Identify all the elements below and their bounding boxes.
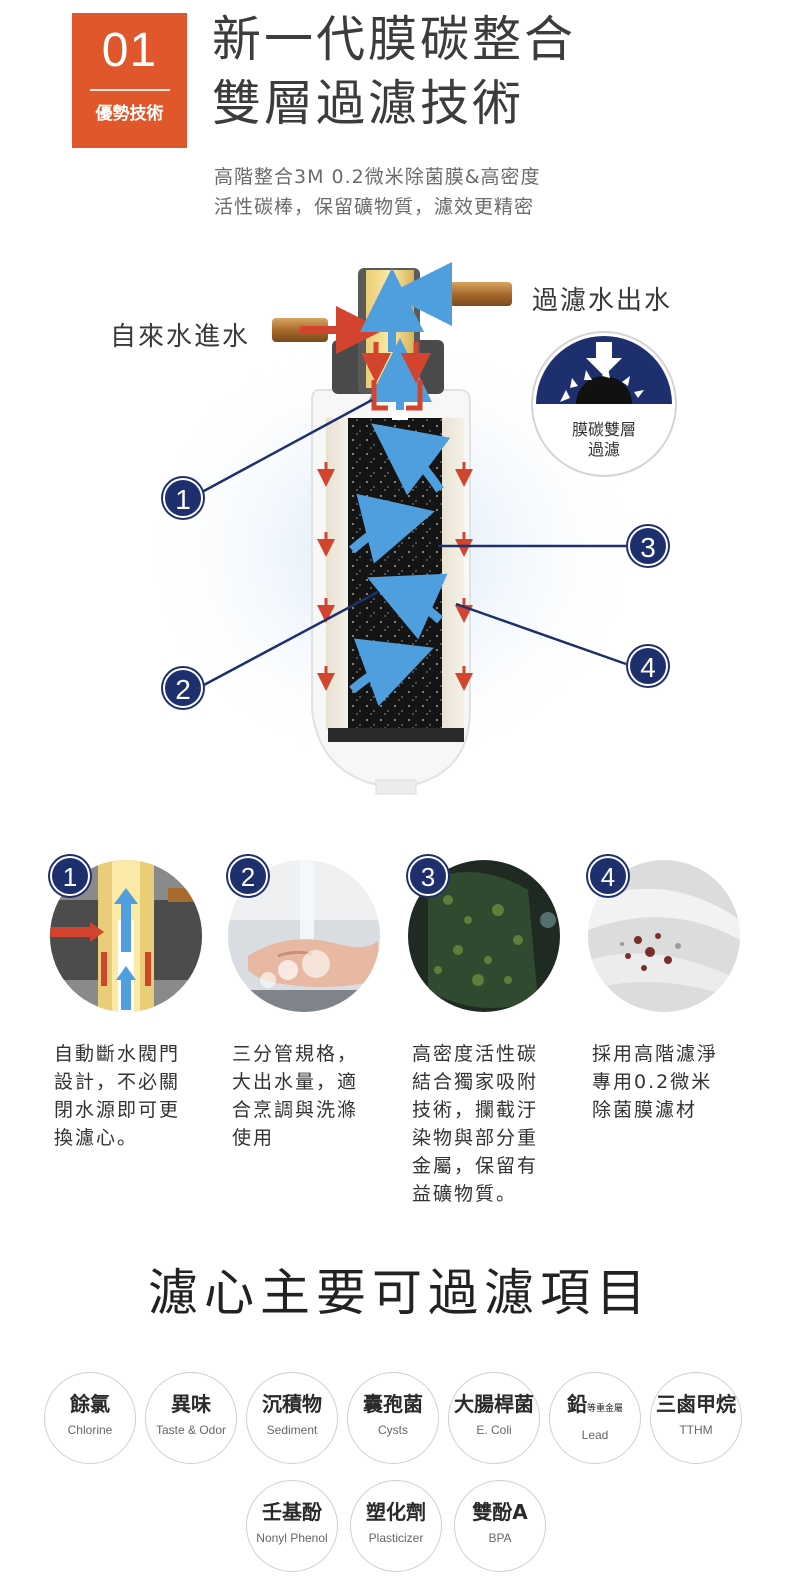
filter-item-sediment: 沉積物 Sediment bbox=[246, 1372, 338, 1464]
feature-number: 3 bbox=[408, 856, 448, 896]
filter-item-taste-odor: 異味 Taste & Odor bbox=[145, 1372, 237, 1464]
filter-item-zh: 囊孢菌 bbox=[363, 1392, 423, 1416]
badge-label: 優勢技術 bbox=[95, 104, 164, 124]
diagram-marker-1: 1 bbox=[163, 478, 203, 518]
filter-item-nonyl-phenol: 壬基酚 Nonyl Phenol bbox=[246, 1480, 338, 1572]
membrane-badge-text: 膜碳雙層 過濾 bbox=[530, 420, 678, 460]
feature-number: 4 bbox=[588, 856, 628, 896]
membrane-carbon-icon bbox=[531, 331, 677, 477]
filter-item-plasticizer: 塑化劑 Plasticizer bbox=[350, 1480, 442, 1572]
filter-item-en: Sediment bbox=[266, 1423, 318, 1437]
membrane-badge-line-2: 過濾 bbox=[587, 440, 620, 459]
headline-line-1: 新一代膜碳整合 bbox=[212, 11, 577, 68]
filter-item-en: BPA bbox=[488, 1531, 512, 1545]
filter-item-zh-note: 等重金屬 bbox=[586, 1404, 623, 1414]
filter-item-lead: 鉛等重金屬 Lead bbox=[549, 1372, 641, 1464]
filter-item-zh: 大腸桿菌 bbox=[454, 1392, 534, 1416]
feature-description: 高密度活性碳 結合獨家吸附 技術，攔截汙 染物與部分重 金屬，保留有 益礦物質。 bbox=[412, 1043, 539, 1205]
membrane-closeup-image bbox=[588, 860, 740, 1012]
feature-large-flow: 2 三分管規格， 大出水量，適 合烹調與洗滌 使用 bbox=[228, 856, 388, 1149]
filter-item-zh: 餘氯 bbox=[70, 1392, 110, 1416]
subheading-line-1: 高階整合3M 0.2微米除菌膜&高密度 bbox=[214, 166, 541, 188]
headline: 新一代膜碳整合 雙層過濾技術 bbox=[212, 8, 576, 136]
membrane-carbon-badge: 膜碳雙層 過濾 bbox=[530, 330, 678, 478]
filter-item-zh: 雙酚A bbox=[472, 1500, 528, 1524]
filter-item-chlorine: 餘氯 Chlorine bbox=[44, 1372, 136, 1464]
badge-divider bbox=[89, 89, 170, 91]
filter-item-en: E. Coli bbox=[476, 1423, 512, 1437]
subheading: 高階整合3M 0.2微米除菌膜&高密度 活性碳棒，保留礦物質，濾效更精密 bbox=[214, 162, 541, 222]
filter-item-zh: 三鹵甲烷 bbox=[656, 1392, 736, 1416]
filter-item-zh: 塑化劑 bbox=[366, 1500, 426, 1524]
activated-carbon-closeup-image bbox=[408, 860, 560, 1012]
filter-item-tthm: 三鹵甲烷 TTHM bbox=[650, 1372, 742, 1464]
filter-item-en: Taste & Odor bbox=[155, 1423, 227, 1437]
feature-photo-valve bbox=[50, 860, 202, 1012]
membrane-badge-line-1: 膜碳雙層 bbox=[571, 420, 636, 439]
diagram-marker-4: 4 bbox=[628, 646, 668, 686]
filter-item-en: Plasticizer bbox=[368, 1531, 424, 1545]
feature-description: 自動斷水閥門 設計，不必關 閉水源即可更 換濾心。 bbox=[54, 1043, 181, 1149]
filter-item-e-coli: 大腸桿菌 E. Coli bbox=[448, 1372, 540, 1464]
feature-auto-shutoff: 1 自動斷水閥門 設計，不必關 閉水源即可更 換濾心。 bbox=[50, 856, 210, 1149]
filter-item-zh-main: 鉛 bbox=[566, 1392, 587, 1416]
filter-diagram: 自來水進水 過濾水出水 1 2 3 4 bbox=[0, 240, 800, 820]
filter-item-en: Lead bbox=[581, 1428, 609, 1442]
feature-photo-membrane bbox=[588, 860, 740, 1012]
subheading-line-2: 活性碳棒，保留礦物質，濾效更精密 bbox=[214, 196, 535, 218]
feature-description: 採用高階濾淨 專用0.2微米 除菌膜濾材 bbox=[592, 1043, 719, 1121]
outlet-label: 過濾水出水 bbox=[532, 286, 673, 316]
diagram-marker-3: 3 bbox=[628, 526, 668, 566]
filter-item-en: Chlorine bbox=[67, 1423, 113, 1437]
filter-item-zh: 異味 bbox=[171, 1392, 211, 1416]
headline-line-2: 雙層過濾技術 bbox=[212, 75, 525, 132]
feature-description: 三分管規格， 大出水量，適 合烹調與洗滌 使用 bbox=[232, 1043, 359, 1149]
filter-item-en: Cysts bbox=[378, 1423, 408, 1437]
feature-number: 2 bbox=[228, 856, 268, 896]
filter-item-zh: 沉積物 bbox=[262, 1392, 322, 1416]
feature-photo-carbon bbox=[408, 860, 560, 1012]
valve-closeup-image bbox=[50, 860, 202, 1012]
feature-carbon-block: 3 高密度活性碳 結合獨家吸附 技術，攔截汙 染物與部分重 金屬，保留有 益礦物… bbox=[408, 856, 568, 1205]
filter-item-bpa: 雙酚A BPA bbox=[454, 1480, 546, 1572]
filter-item-zh: 鉛等重金屬 bbox=[550, 1391, 640, 1422]
filter-item-en: TTHM bbox=[679, 1423, 713, 1437]
filter-cutaway-illustration bbox=[130, 262, 650, 795]
filter-item-cysts: 囊孢菌 Cysts bbox=[347, 1372, 439, 1464]
filter-item-zh: 壬基酚 bbox=[262, 1500, 322, 1524]
filter-item-en: Nonyl Phenol bbox=[256, 1531, 328, 1545]
feature-number: 1 bbox=[50, 856, 90, 896]
inlet-label: 自來水進水 bbox=[110, 322, 251, 352]
badge-number: 01 bbox=[101, 24, 158, 77]
filter-section-title: 濾心主要可過濾項目 bbox=[148, 1264, 652, 1322]
feature-membrane: 4 採用高階濾淨 專用0.2微米 除菌膜濾材 bbox=[588, 856, 748, 1121]
diagram-marker-2: 2 bbox=[163, 668, 203, 708]
section-badge: 01 優勢技術 bbox=[72, 13, 187, 148]
